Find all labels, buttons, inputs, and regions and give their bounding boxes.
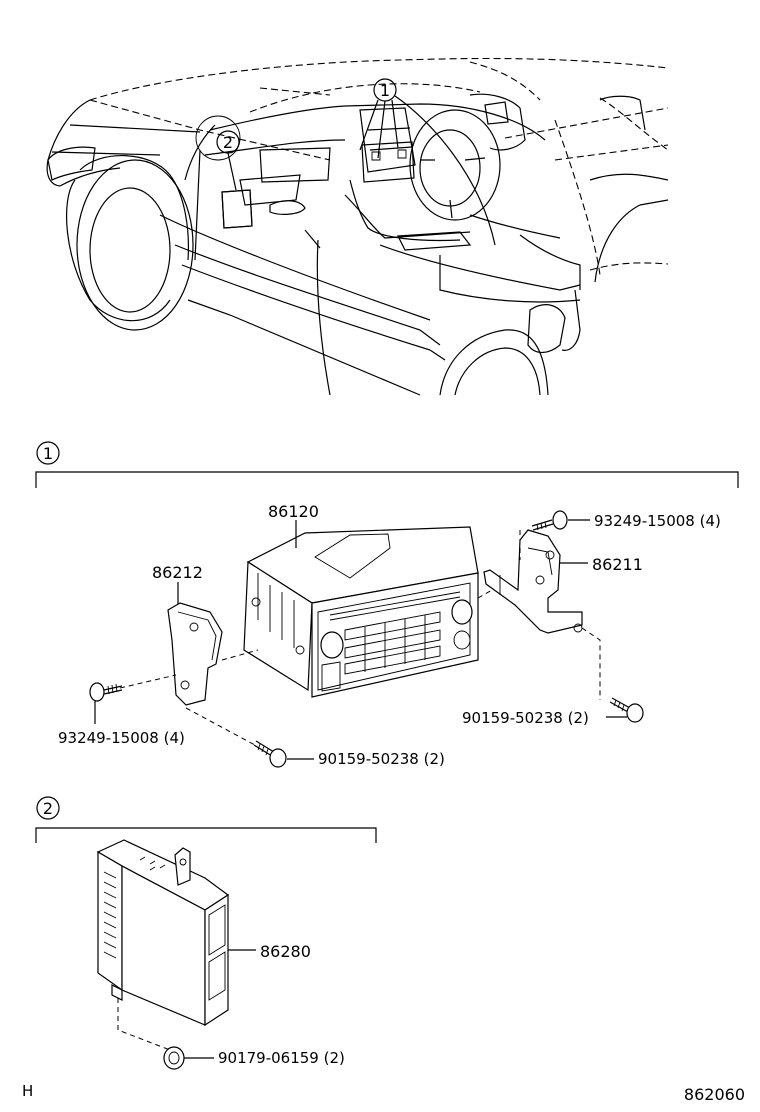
footer-code-left: H [22,1082,33,1100]
label-93249-left: 93249-15008 (4) [58,729,185,747]
label-93249-right: 93249-15008 (4) [594,512,721,530]
car-interior-illustration: 1 2 [46,57,669,396]
screw-90159-right [609,697,644,723]
label-86120: 86120 [268,502,319,521]
label-86212: 86212 [152,563,203,582]
label-86211: 86211 [592,555,643,574]
callout-1-label: 1 [380,81,390,100]
footer-code-right: 862060 [684,1085,745,1104]
label-90159-right: 90159-50238 (2) [462,709,589,727]
radio-unit-86120 [243,526,479,698]
section-2-marker: 2 [43,799,53,818]
screw-93249-left [89,682,123,702]
screw-93249-right [531,510,568,531]
right-bracket-86211 [483,529,583,634]
amplifier-86280 [96,839,230,1027]
label-90159-bottom: 90159-50238 (2) [318,750,445,768]
label-86280: 86280 [260,942,311,961]
section-1-marker: 1 [43,444,53,463]
nut-90179 [163,1046,185,1070]
left-bracket-86212 [167,602,223,706]
callout-2-label: 2 [223,133,233,152]
section-1: 1 [35,441,739,768]
screw-90159-bottom [253,740,287,768]
section-2: 2 86280 [35,796,377,1070]
label-90179: 90179-06159 (2) [218,1049,345,1067]
